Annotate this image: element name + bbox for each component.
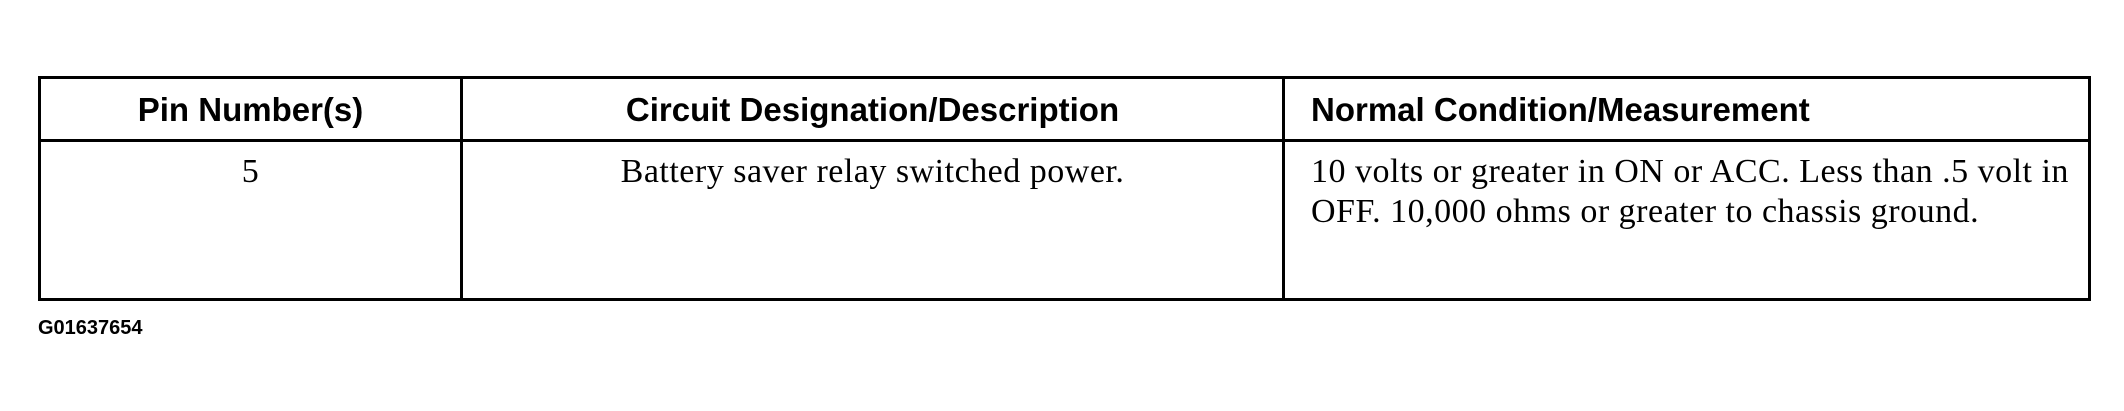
cell-condition: 10 volts or greater in ON or ACC. Less t… — [1282, 140, 2091, 301]
table-header-row: Pin Number(s) Circuit Designation/Descri… — [38, 76, 2091, 142]
header-pin-numbers: Pin Number(s) — [38, 76, 463, 142]
figure-id-label: G01637654 — [38, 317, 143, 339]
pin-table: Pin Number(s) Circuit Designation/Descri… — [38, 76, 2091, 301]
cell-pin: 5 — [38, 140, 463, 301]
header-normal-condition: Normal Condition/Measurement — [1282, 76, 2091, 142]
table-row: 5 Battery saver relay switched power. 10… — [38, 140, 2091, 301]
header-circuit-designation: Circuit Designation/Description — [460, 76, 1285, 142]
pin-table-container: Pin Number(s) Circuit Designation/Descri… — [38, 76, 2091, 301]
cell-circuit: Battery saver relay switched power. — [460, 140, 1285, 301]
